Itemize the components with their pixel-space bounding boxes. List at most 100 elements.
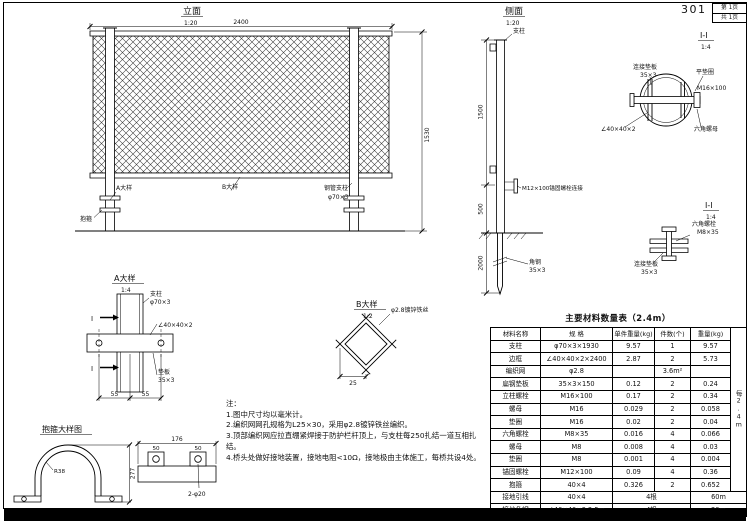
table-row: 扁钢垫板 35×3×150 0.12 2 0.24 — [490, 377, 747, 391]
table-row: 支柱 φ70×3×1930 9.57 1 9.57 — [490, 339, 747, 354]
dim-width-label: 2400 — [233, 19, 248, 26]
clamp-foot-hole-right — [109, 496, 115, 502]
u-clamp-feet — [13, 495, 123, 503]
table-row: 锚固螺栓 M12×100 0.09 4 0.36 — [490, 465, 747, 480]
clamp-detail: R38 277 176 50 50 2-φ20 抱箍大样图 — [13, 424, 219, 505]
label-anchor-bolt: M12×100锚固螺栓连接 — [522, 184, 583, 192]
label-detail-b: B大样 — [222, 183, 238, 191]
detail-b-dim-ticks — [337, 373, 369, 380]
side-post — [496, 39, 505, 234]
mesh-wire-inner — [344, 322, 388, 366]
cell-qty: 4 — [654, 452, 691, 467]
label-stake-angle: 角钢 — [529, 258, 541, 266]
cell-weight: 5.73 — [690, 352, 731, 366]
clamp-height-dim — [68, 444, 131, 503]
cell-weight: 9.57 — [690, 339, 731, 354]
mesh-wire-outer — [335, 313, 397, 375]
side-dim-upper: 1500 — [478, 104, 485, 119]
cell-weight: 0.34 — [690, 389, 731, 404]
elevation-title: 立面 — [183, 5, 201, 17]
cell-qty: 2 — [654, 402, 691, 417]
cell-unit: 0.326 — [612, 478, 655, 492]
detail-a: I I 55 55 A大样 1:4 支柱 φ70×3 ∠40×40×2 垫板 3… — [86, 273, 193, 401]
sheet-total-label: 共 1页 — [720, 14, 739, 21]
side-dim-lower: 2000 — [478, 255, 485, 270]
cell-qty: 2 — [654, 415, 691, 429]
label-joint-plate-spec: 35×3 — [641, 269, 658, 276]
detail-a-dim-lines — [98, 354, 162, 401]
col-header: 重量(kg) — [690, 327, 731, 341]
cell-unit: 2.87 — [612, 352, 655, 366]
title-block-strip — [4, 509, 746, 521]
col-header: 件数(个) — [654, 327, 691, 341]
dim-height-label: 1530 — [424, 127, 431, 142]
cell-weight — [690, 364, 731, 379]
note-item: 1.图中尺寸均以毫米计。 — [226, 409, 307, 419]
table-row-ground: 接地引线 40×4 4根 60m — [490, 490, 747, 505]
radius-label: R38 — [54, 469, 65, 475]
side-leader-lines — [503, 33, 529, 265]
leader-lines — [93, 176, 353, 218]
cell-unit: 0.016 — [612, 427, 655, 442]
col-header: 材料名称 — [490, 327, 541, 341]
table-row: 立柱螺栓 M16×100 0.17 2 0.34 — [490, 389, 747, 404]
materials-table-title: 主要材料数量表（2.4m） — [565, 313, 671, 323]
clamp-foot-hole-left — [21, 496, 27, 502]
cell-unit: 0.12 — [612, 377, 655, 391]
table-row: 螺母 M16 0.029 2 0.058 — [490, 402, 747, 417]
label-hex-bolt-spec: M8×35 — [697, 229, 719, 236]
bracket-plate — [513, 178, 518, 194]
cell-unit: 0.008 — [612, 440, 655, 454]
materials-table-block: 主要材料数量表（2.4m） 材料名称 规 格 单件重量(kg) 件数(个) 重量… — [490, 312, 747, 517]
detail-b: 25 B大样 1:2 φ2.8镀锌铁丝 — [335, 299, 429, 387]
cell-name: 抱箍 — [490, 478, 541, 492]
label-conn-plate-spec: 35×3 — [640, 72, 657, 79]
cell-qty: 4 — [654, 427, 691, 442]
label-steel-post: 钢管支柱 — [324, 184, 348, 192]
detail-a-dim-left: 55 — [111, 391, 119, 398]
cell-name: 接地引线 — [490, 490, 541, 505]
detail-a-plate — [86, 333, 174, 353]
cell-name: 立柱螺栓 — [490, 389, 541, 404]
note-item: 4.桥头处做好接地装置，接地电阻<10Ω，接地极由主体施工，每桥共设4处。 — [226, 452, 481, 462]
per-unit-cell: 每2.4m — [730, 327, 747, 492]
label-stake-angle-spec: 35×3 — [529, 267, 546, 274]
cell-name: 边框 — [490, 352, 541, 366]
cell-qty: 2 — [654, 478, 691, 492]
stake-break-marks — [492, 256, 508, 267]
cell-unit: 0.02 — [612, 415, 655, 429]
cell-spec: φ70×3×1930 — [540, 339, 613, 354]
clamp-width-label: 176 — [171, 436, 183, 443]
label-hex-nut: 六角螺母 — [694, 125, 718, 133]
cell-name: 支柱 — [490, 339, 541, 354]
cell-weight: 0.004 — [690, 452, 731, 467]
clamp-plate-hole-right — [194, 455, 202, 463]
cell-name: 编织网 — [490, 364, 541, 379]
cell-qty: 4 — [654, 465, 691, 480]
table-row: 六角螺栓 M8×35 0.016 4 0.066 — [490, 427, 747, 442]
joint-bolt-head — [661, 226, 677, 232]
dim-1530-lines — [394, 31, 427, 232]
section-arrow-bottom — [113, 364, 119, 371]
detail-a-plate-label: 垫板 — [158, 368, 170, 376]
cell-weight: 60m — [690, 490, 747, 505]
detail-b-title: B大样 — [356, 299, 378, 309]
bolt-washer — [629, 93, 635, 107]
detail-a-plate-spec: 35×3 — [158, 377, 175, 384]
cell-qty: 2 — [654, 352, 691, 366]
detail-a-post-label: 支柱 — [150, 290, 162, 298]
cell-weight: 0.04 — [690, 415, 731, 429]
table-row: 螺母 M8 0.008 4 0.03 — [490, 440, 747, 454]
hole-leader — [197, 463, 200, 489]
table-header-row: 材料名称 规 格 单件重量(kg) 件数(个) 重量(kg) 每2.4m — [490, 327, 747, 492]
chain-link-mesh — [92, 35, 390, 174]
clamp-dim-50-left: 50 — [152, 446, 160, 452]
rail-stubs — [489, 43, 497, 174]
side-dim-lines — [481, 39, 501, 294]
detail-a-leaders — [142, 297, 158, 376]
side-view: 1500 500 2000 侧面 1:20 支柱 M12×100锚固螺栓连接 角… — [478, 5, 583, 296]
section-arrow-top — [113, 314, 119, 321]
sheet-index-box: 第 1页 共 1页 — [712, 3, 747, 23]
cell-name: 垫圈 — [490, 415, 541, 429]
